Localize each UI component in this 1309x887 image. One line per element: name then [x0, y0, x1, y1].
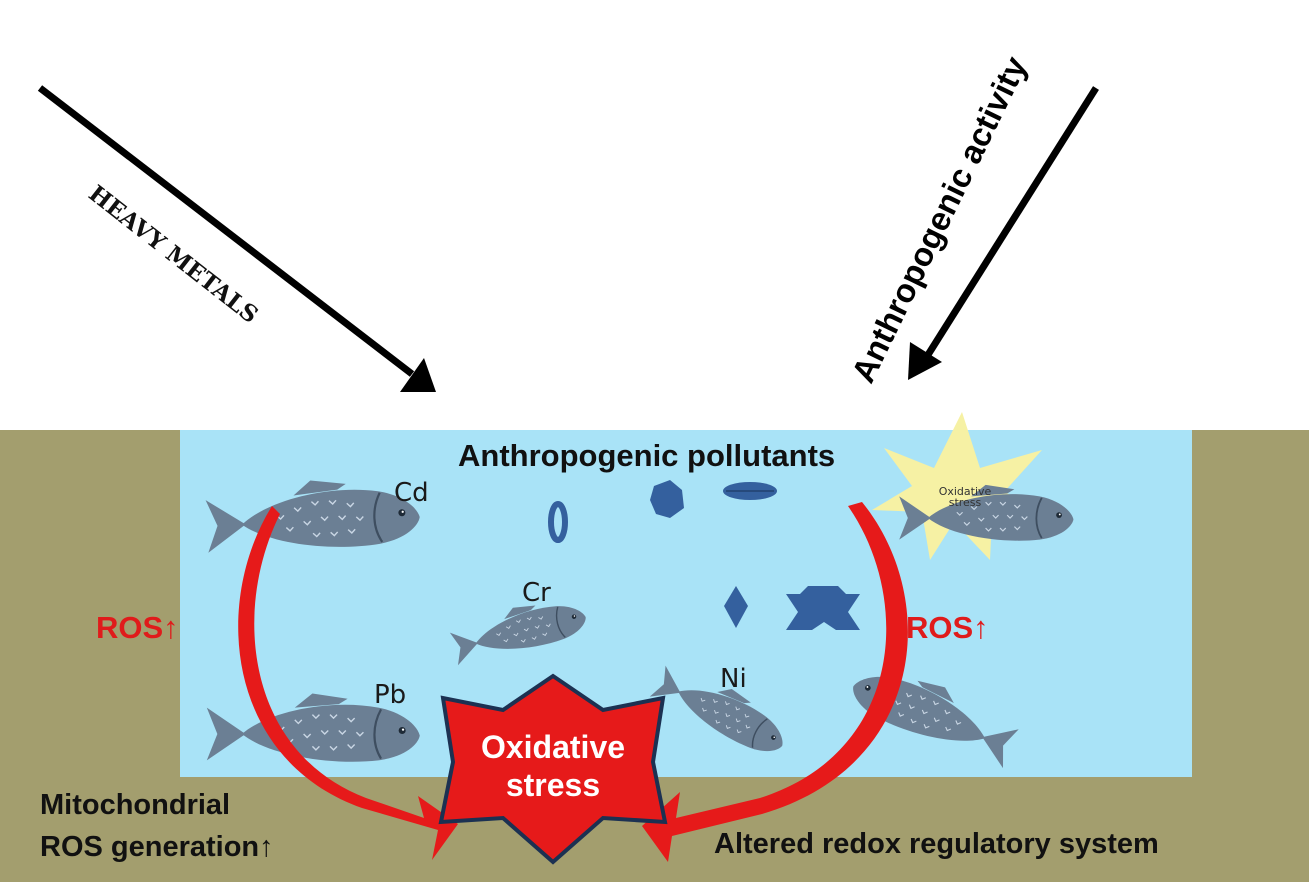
left-red-curved-arrow	[238, 506, 458, 860]
particle-oval-vertical	[548, 501, 568, 543]
particle-diamond	[724, 586, 748, 628]
metal-label-cr: Cr	[522, 578, 551, 608]
star-label: Oxidative stress	[453, 728, 653, 804]
pool-title: Anthropogenic pollutants	[458, 438, 836, 473]
burst-label-line1: Oxidative	[938, 485, 992, 498]
metal-label-ni: Ni	[720, 664, 747, 694]
oxidative-stress-star	[438, 673, 668, 865]
mitochondrial-line1: Mitochondrial	[40, 789, 231, 821]
star-label-line2: stress	[505, 767, 601, 803]
mitochondrial-label: Mitochondrial ROS generation↑	[40, 784, 274, 868]
mitochondrial-line2: ROS generation↑	[40, 831, 274, 863]
star-label-line1: Oxidative	[480, 729, 626, 765]
right-red-curved-arrow	[642, 502, 908, 862]
particle-ribbon	[786, 586, 860, 630]
burst-label-line2: stress	[948, 496, 982, 509]
ros-right: ROS↑	[906, 610, 989, 645]
altered-redox-label: Altered redox regulatory system	[714, 828, 1159, 860]
metal-label-pb: Pb	[374, 680, 407, 710]
particle-rock	[650, 480, 684, 518]
ros-left: ROS↑	[96, 610, 179, 645]
heavy-metals-arrow	[37, 85, 436, 392]
burst-label: Oxidative stress	[920, 486, 1010, 508]
anthropogenic-activity-arrow	[908, 86, 1099, 380]
metal-label-cd: Cd	[394, 478, 429, 508]
oxidative-stress-burst	[872, 412, 1052, 560]
